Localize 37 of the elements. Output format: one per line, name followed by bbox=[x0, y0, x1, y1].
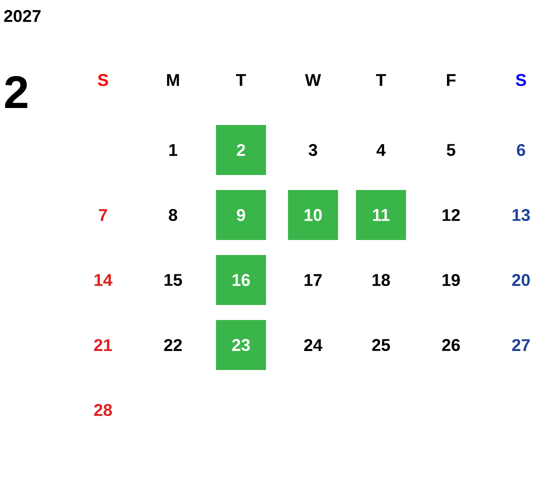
day-number: 18 bbox=[372, 274, 390, 286]
weekday-header: W bbox=[305, 74, 321, 86]
weekday-header: T bbox=[376, 74, 386, 86]
day-number: 27 bbox=[512, 339, 530, 351]
highlighted-day-cell: 11 bbox=[356, 190, 406, 240]
day-number: 8 bbox=[168, 208, 178, 222]
highlighted-day-cell: 9 bbox=[216, 190, 266, 240]
day-number: 6 bbox=[516, 144, 526, 156]
highlighted-day-cell: 10 bbox=[288, 190, 338, 240]
month-number: 2 bbox=[5, 76, 28, 108]
highlighted-day-cell: 16 bbox=[216, 255, 266, 305]
day-number: 4 bbox=[376, 144, 386, 156]
highlighted-day-cell: 2 bbox=[216, 125, 266, 175]
day-number: 25 bbox=[372, 338, 390, 352]
day-number: 3 bbox=[308, 144, 318, 156]
weekday-header: S bbox=[98, 74, 108, 86]
highlighted-day-cell: 23 bbox=[216, 320, 266, 370]
day-number: 13 bbox=[512, 208, 530, 222]
day-number: 14 bbox=[94, 274, 112, 286]
day-number: 26 bbox=[442, 338, 460, 352]
day-number: 20 bbox=[512, 274, 530, 286]
day-number: 28 bbox=[94, 404, 112, 416]
day-number: 7 bbox=[99, 209, 107, 221]
day-number: 12 bbox=[442, 209, 460, 221]
weekday-header: S bbox=[516, 74, 526, 86]
weekday-header: T bbox=[236, 74, 246, 86]
weekday-header: M bbox=[167, 74, 179, 86]
weekday-header: F bbox=[446, 74, 456, 86]
day-number: 19 bbox=[442, 274, 460, 286]
day-number: 24 bbox=[304, 339, 322, 351]
day-number: 1 bbox=[169, 144, 178, 156]
day-number: 5 bbox=[446, 144, 456, 156]
day-number: 17 bbox=[304, 274, 322, 286]
day-number: 15 bbox=[164, 274, 182, 286]
day-number: 21 bbox=[94, 339, 112, 351]
year-title: 2027 bbox=[4, 10, 41, 22]
day-number: 22 bbox=[164, 339, 182, 351]
